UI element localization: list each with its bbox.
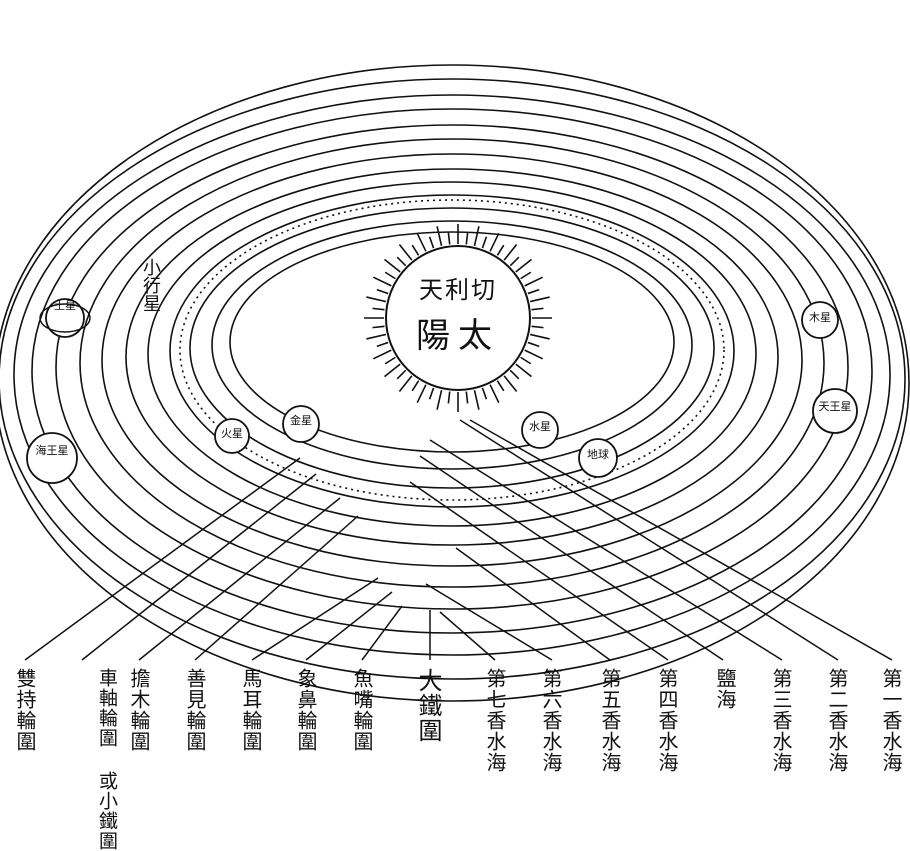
sun-ray-9 (504, 376, 516, 392)
sun-ray-7 (516, 364, 532, 376)
leader-line-6 (306, 592, 392, 660)
sun-ray-3 (530, 334, 549, 338)
sun-ray-12 (482, 388, 486, 399)
sun-ray-16 (448, 392, 449, 404)
leader-line-16 (470, 420, 892, 660)
label-first-fragrant-sea: 第一香水海 (876, 668, 906, 773)
sun-ray-45 (474, 226, 478, 245)
sun-ray-37 (399, 245, 411, 261)
sun-ray-28 (373, 326, 385, 327)
sun-ray-27 (366, 334, 385, 338)
label-sixth-fragrant-sea: 第六香水海 (536, 668, 566, 773)
sun-ray-18 (430, 388, 434, 399)
sun-ray-38 (412, 245, 418, 255)
sun-ray-44 (466, 233, 467, 245)
planet-neptune (27, 433, 77, 483)
label-fifth-fragrant-sea: 第五香水海 (595, 668, 625, 773)
leader-line-5 (252, 578, 378, 660)
planet-label-mars: 火星 (217, 428, 247, 440)
sun-ray-14 (466, 392, 467, 404)
label-second-fragrant-sea: 第二香水海 (822, 668, 852, 773)
label-danmu-ring: 擔木輪圍 (124, 668, 154, 752)
label-great-iron-ring: 大鐵圍 (414, 668, 444, 743)
sun-ray-51 (516, 259, 532, 271)
sun-ray-17 (437, 390, 441, 409)
sun-ray-33 (373, 277, 391, 286)
sun-ray-20 (412, 381, 418, 391)
sun-ray-24 (385, 357, 395, 363)
label-shanjian-ring: 善見輪圍 (180, 668, 210, 752)
sun-ray-10 (497, 381, 503, 391)
sun-ray-55 (530, 297, 549, 301)
sun-ray-11 (490, 385, 499, 403)
sun-ray-4 (528, 342, 539, 346)
sun-ray-52 (521, 272, 531, 278)
leader-line-15 (460, 420, 838, 660)
label-xiangbi-ring: 象鼻輪圍 (291, 668, 321, 752)
sun-ray-23 (385, 364, 401, 376)
sun-ray-21 (399, 376, 411, 392)
sun-ray-13 (474, 390, 478, 409)
sun-ray-5 (525, 350, 543, 359)
planet-label-venus: 金星 (286, 415, 316, 427)
sun-ray-34 (385, 272, 395, 278)
asteroid-belt-label: 小行星 (138, 258, 162, 312)
label-maer-ring: 馬耳輪圍 (236, 668, 266, 752)
leader-line-9 (440, 612, 495, 660)
sun-ray-19 (417, 385, 426, 403)
sun-ray-30 (373, 308, 385, 309)
planet-label-mercury: 水星 (525, 421, 555, 433)
label-shuangchi-ring: 雙持輪圍 (10, 668, 40, 752)
label-yuzui-ring: 魚嘴輪圍 (347, 668, 377, 752)
sun-ray-48 (497, 245, 503, 255)
sun-ray-39 (417, 233, 426, 251)
sun-ray-47 (490, 233, 499, 251)
sun-ray-36 (397, 257, 405, 265)
label-chezhou-ring: 車軸輪圍 或小鐵圍 (70, 668, 118, 851)
sun-ray-54 (528, 290, 539, 294)
sun-ray-53 (525, 277, 543, 286)
leader-line-10 (426, 584, 552, 660)
sun-ray-46 (482, 237, 486, 248)
sun-label-top: 天利切 (408, 270, 508, 305)
planet-label-earth: 地球 (583, 449, 613, 461)
sun-ray-31 (366, 297, 385, 301)
sun-ray-6 (521, 357, 531, 363)
sun-ray-50 (510, 257, 518, 265)
sun-ray-22 (397, 370, 405, 378)
label-third-fragrant-sea: 第三香水海 (766, 668, 796, 773)
sun-label-bottom: 陽太 (398, 308, 518, 357)
sun-ray-2 (532, 326, 544, 327)
sun-ray-26 (377, 342, 388, 346)
planet-label-jupiter: 木星 (805, 312, 835, 324)
sun-ray-56 (532, 308, 544, 309)
planet-label-uranus: 天王星 (813, 401, 857, 413)
sun-ray-49 (504, 245, 516, 261)
planet-label-saturn: 土星 (50, 300, 80, 312)
sun-ray-42 (448, 233, 449, 245)
leader-line-3 (139, 498, 340, 660)
planet-label-neptune: 海王星 (30, 445, 74, 457)
label-seventh-fragrant-sea: 第七香水海 (480, 668, 510, 773)
label-salt-sea: 鹽海 (710, 668, 740, 710)
sun-ray-40 (430, 237, 434, 248)
sun-ray-35 (385, 259, 401, 271)
label-fourth-fragrant-sea: 第四香水海 (652, 668, 682, 773)
sun-ray-25 (373, 350, 391, 359)
sun-ray-41 (437, 226, 441, 245)
sun-ray-32 (377, 290, 388, 294)
sun-ray-8 (510, 370, 518, 378)
